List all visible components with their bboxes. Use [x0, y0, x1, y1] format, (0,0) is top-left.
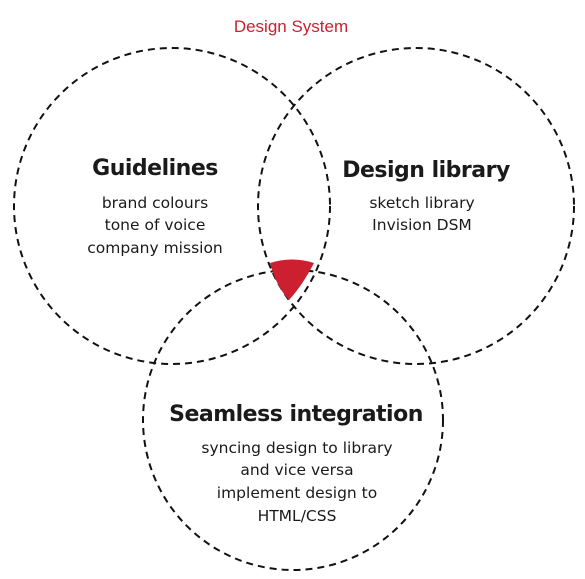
design-library-circle [257, 47, 575, 365]
design-library-item: Invision DSM [372, 216, 472, 234]
guidelines-item: tone of voice [105, 216, 206, 234]
seamless-integration-circle [142, 269, 444, 571]
guidelines-item: brand colours [102, 194, 208, 212]
seamless-integration-item: implement design to [217, 484, 377, 502]
guidelines-heading: Guidelines [92, 156, 218, 181]
seamless-integration-item: syncing design to library [201, 439, 392, 457]
intersection-highlight [270, 259, 314, 300]
seamless-integration-item: HTML/CSS [258, 507, 337, 525]
guidelines-circle [13, 47, 331, 365]
diagram-title: Design System [234, 17, 348, 36]
seamless-integration-item: and vice versa [240, 461, 353, 479]
design-library-heading: Design library [342, 158, 510, 183]
seamless-integration-heading: Seamless integration [169, 402, 423, 427]
guidelines-item: company mission [87, 239, 223, 257]
design-library-item: sketch library [369, 194, 474, 212]
